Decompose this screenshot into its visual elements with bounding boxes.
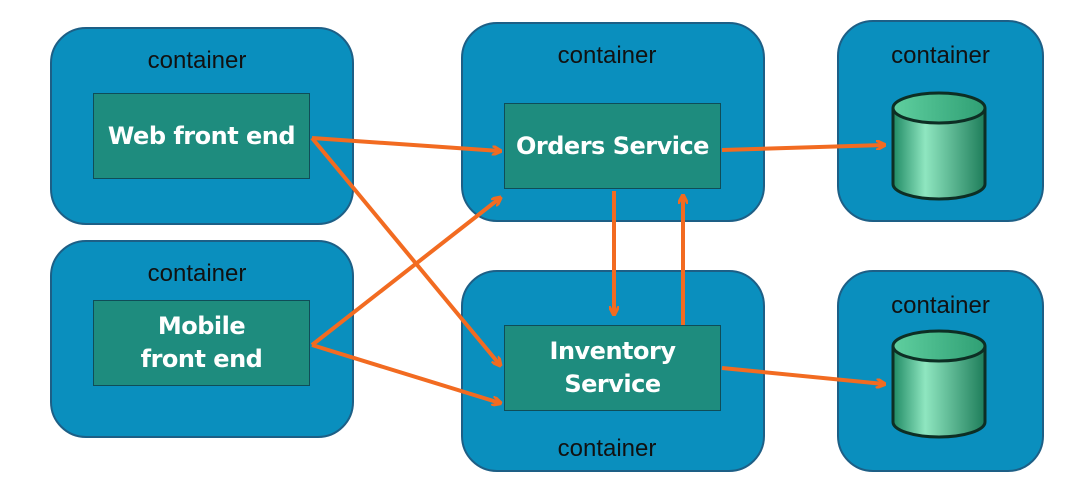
mobile-front-end-box: Mobile front end xyxy=(93,300,310,386)
container-label: container xyxy=(891,292,990,319)
mobile-front-end-label: Mobile front end xyxy=(140,312,263,373)
container-label: container xyxy=(557,435,657,462)
container-label: container xyxy=(147,260,247,287)
arrow-web-to-inventory xyxy=(310,136,500,365)
container-label: container xyxy=(147,47,247,74)
database-icon xyxy=(891,329,987,439)
arrow-orders-to-db xyxy=(721,145,884,152)
arrow-mobile-to-inventory xyxy=(311,343,500,403)
container-label: container xyxy=(891,42,990,69)
web-front-end-label: Web front end xyxy=(107,121,296,150)
arrow-web-to-orders xyxy=(311,136,500,151)
container-label: container xyxy=(557,42,657,69)
database-icon xyxy=(891,91,987,201)
orders-service-box: Orders Service xyxy=(504,103,721,189)
inventory-service-box: Inventory Service xyxy=(504,325,721,411)
web-front-end-box: Web front end xyxy=(93,93,310,179)
inventory-service-label: Inventory Service xyxy=(549,337,676,398)
orders-service-label: Orders Service xyxy=(516,131,709,160)
arrow-inventory-to-db xyxy=(721,366,884,384)
arrow-mobile-to-orders xyxy=(310,198,500,347)
